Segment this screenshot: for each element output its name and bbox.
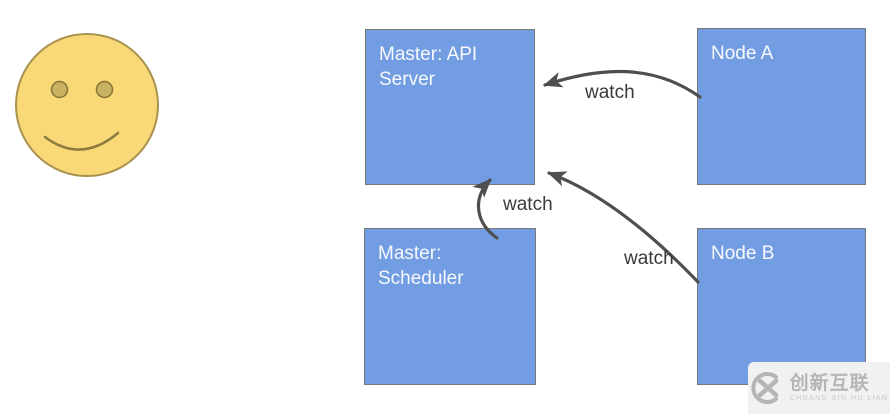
node-a-label: Node A — [711, 43, 774, 64]
node-a: Node A — [697, 28, 866, 185]
edge-label-scheduler-watch: watch — [503, 194, 553, 215]
edge-label-node-a-watch: watch — [585, 82, 635, 103]
watermark-title: 创新互联 — [789, 372, 870, 394]
edge-label-node-b-watch: watch — [624, 248, 674, 269]
smiley-face-icon — [15, 33, 159, 177]
node-master-api-server-label: Master: API Server — [379, 44, 478, 90]
node-master-api-server: Master: API Server — [365, 29, 535, 185]
chuangxin-hulian-logo-icon — [751, 372, 778, 404]
watermark-text: 创新互联 CHUANG XIN HU LIAN — [789, 372, 889, 403]
watermark-panel: 创新互联 CHUANG XIN HU LIAN — [748, 362, 890, 414]
node-master-scheduler-label: Master: Scheduler — [378, 243, 464, 289]
node-b-label: Node B — [711, 243, 775, 264]
watermark-subtitle: CHUANG XIN HU LIAN — [789, 394, 889, 402]
node-b: Node B — [697, 228, 866, 385]
node-master-scheduler: Master: Scheduler — [364, 228, 536, 385]
